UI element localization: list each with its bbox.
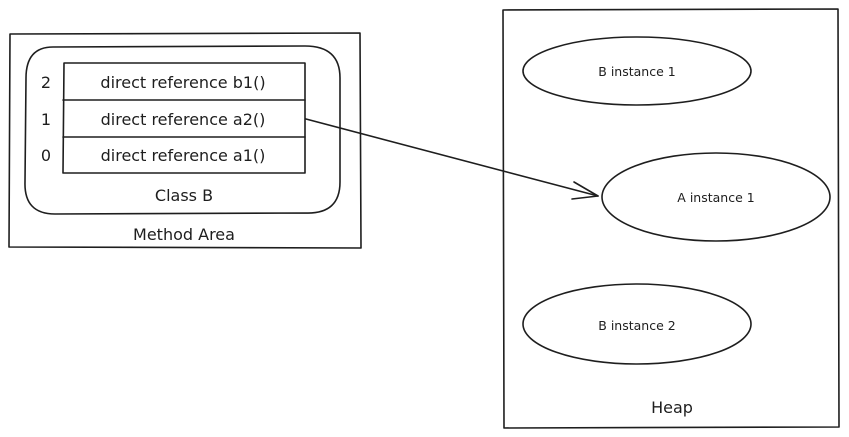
row-index: 0 xyxy=(41,146,51,165)
method-area: Method Area Class B 2 direct reference b… xyxy=(8,32,362,249)
heap-border xyxy=(502,8,840,429)
instance-ellipse xyxy=(522,283,752,365)
row-reference: direct reference a2() xyxy=(101,110,266,129)
a-instance-1: A instance 1 xyxy=(601,152,831,242)
row-index: 2 xyxy=(41,73,51,92)
method-area-border xyxy=(8,32,362,249)
b-instance-1: B instance 1 xyxy=(522,36,752,106)
instance-label: A instance 1 xyxy=(677,190,754,205)
class-b-border xyxy=(24,45,341,215)
b-instance-2: B instance 2 xyxy=(522,283,752,365)
table-row: 1 direct reference a2() xyxy=(41,110,265,129)
table-row: 2 direct reference b1() xyxy=(41,73,266,92)
instance-label: B instance 2 xyxy=(598,318,675,333)
row-reference: direct reference b1() xyxy=(100,73,265,92)
table-row: 0 direct reference a1() xyxy=(41,146,265,165)
reference-arrow xyxy=(305,118,599,200)
heap-label: Heap xyxy=(651,398,693,417)
instance-label: B instance 1 xyxy=(598,64,675,79)
heap: Heap B instance 1 A instance 1 B instanc… xyxy=(502,8,840,429)
reference-table: 2 direct reference b1() 1 direct referen… xyxy=(41,62,306,174)
class-b-label: Class B xyxy=(155,186,213,205)
row-index: 1 xyxy=(41,110,51,129)
arrow-head xyxy=(571,181,599,200)
instance-ellipse xyxy=(522,36,752,106)
class-b: Class B 2 direct reference b1() 1 direct… xyxy=(24,45,341,215)
method-area-label: Method Area xyxy=(133,225,235,244)
instance-ellipse xyxy=(601,152,831,242)
arrow-line xyxy=(305,118,599,197)
row-reference: direct reference a1() xyxy=(101,146,266,165)
